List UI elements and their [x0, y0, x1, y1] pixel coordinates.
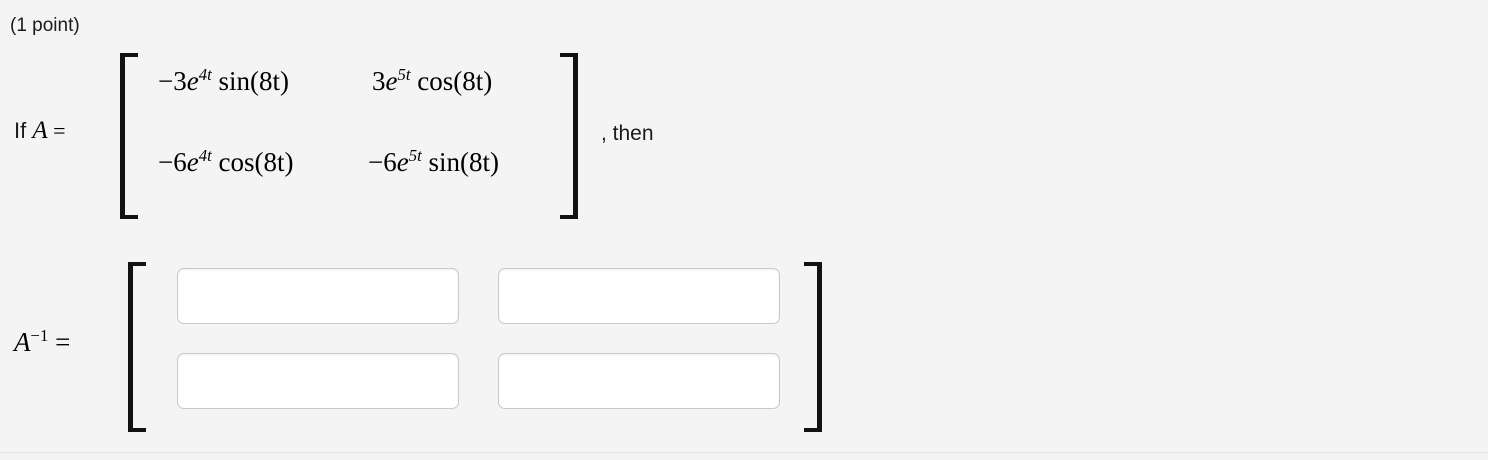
- cell-base: e: [186, 66, 199, 96]
- a-inverse-equals-sign: =: [55, 327, 71, 357]
- given-matrix-cell-r0c0: −3e4t sin(8t): [158, 65, 290, 96]
- answer-matrix-inputs: [177, 268, 780, 409]
- if-keyword: If: [14, 118, 27, 143]
- answer-matrix-right-bracket: [804, 262, 822, 432]
- answer-matrix-left-bracket: [128, 262, 146, 432]
- answer-input-r0c0[interactable]: [177, 268, 459, 324]
- cell-base: e: [385, 66, 398, 96]
- equals-sign: =: [53, 118, 66, 143]
- if-a-equals-label: If A =: [14, 118, 66, 143]
- cell-exponent: 5t: [408, 146, 422, 165]
- cell-trig: cos(8t): [218, 147, 294, 177]
- answer-input-r0c1[interactable]: [498, 268, 780, 324]
- bottom-divider: [0, 452, 1488, 453]
- cell-exponent: 4t: [198, 65, 212, 84]
- a-inverse-symbol: A: [14, 327, 31, 357]
- answer-input-r1c1[interactable]: [498, 353, 780, 409]
- cell-coefficient: −6: [368, 147, 397, 177]
- cell-trig: sin(8t): [218, 66, 290, 96]
- given-matrix-cell-r1c0: −6e4t cos(8t): [158, 146, 294, 177]
- cell-base: e: [186, 147, 199, 177]
- cell-trig: cos(8t): [417, 66, 493, 96]
- cell-coefficient: −3: [158, 66, 187, 96]
- points-label: (1 point): [10, 15, 80, 36]
- given-matrix-left-bracket: [120, 53, 138, 219]
- then-label: , then: [601, 122, 654, 145]
- given-matrix-cells: −3e4t sin(8t) 3e5t cos(8t) −6e4t cos(8t)…: [140, 53, 560, 219]
- cell-coefficient: 3: [372, 66, 386, 96]
- a-inverse-exponent: −1: [30, 326, 49, 345]
- given-matrix-cell-r1c1: −6e5t sin(8t): [368, 146, 500, 177]
- a-inverse-equals-label: A−1 =: [14, 326, 71, 357]
- cell-base: e: [396, 147, 409, 177]
- cell-coefficient: −6: [158, 147, 187, 177]
- cell-exponent: 4t: [198, 146, 212, 165]
- answer-input-r1c0[interactable]: [177, 353, 459, 409]
- given-matrix-cell-r0c1: 3e5t cos(8t): [372, 65, 493, 96]
- matrix-symbol-a: A: [32, 117, 48, 144]
- given-matrix-right-bracket: [560, 53, 578, 219]
- cell-exponent: 5t: [397, 65, 411, 84]
- cell-trig: sin(8t): [428, 147, 500, 177]
